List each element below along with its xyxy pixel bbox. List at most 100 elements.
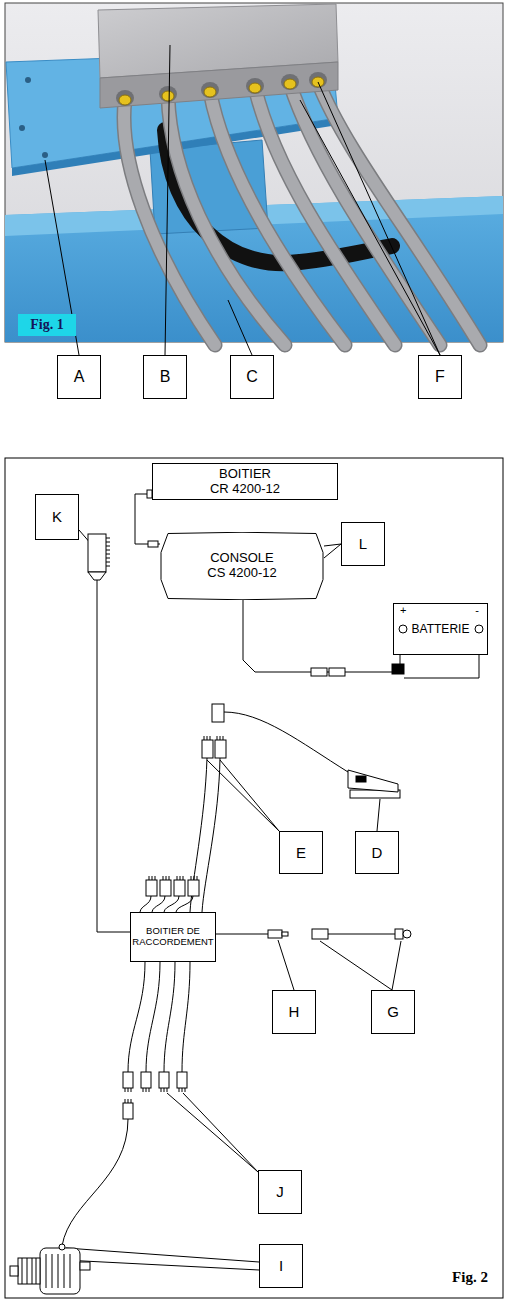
pedal-base <box>350 790 400 798</box>
plug-pins <box>149 876 197 880</box>
plug <box>123 1103 133 1119</box>
callout-box: E <box>279 831 323 874</box>
wire <box>146 962 160 1072</box>
alternator-fins <box>46 1254 70 1288</box>
cable-outline <box>318 82 480 345</box>
wire <box>97 580 130 932</box>
callout-letter: B <box>160 368 171 386</box>
cable-outline <box>210 92 345 345</box>
figure-label: Fig. 1 <box>18 314 76 336</box>
connectors <box>10 490 483 1294</box>
callout-letter: L <box>359 535 367 552</box>
plug-pins <box>125 1099 131 1103</box>
leader-line <box>167 1093 258 1172</box>
callout-box: K <box>35 494 79 540</box>
callout-letter: D <box>372 844 383 861</box>
grey-cables <box>124 82 480 345</box>
wire-connector <box>135 494 160 544</box>
console-box: CONSOLE CS 4200-12 <box>160 532 324 600</box>
callout-box: H <box>272 990 316 1034</box>
leader-line <box>228 300 252 355</box>
wire <box>140 896 151 912</box>
gland-nut <box>281 74 299 90</box>
alternator-terminal <box>59 1244 65 1250</box>
cable-outline <box>255 88 395 345</box>
callout-box: A <box>57 355 101 399</box>
plug <box>177 1072 187 1088</box>
plug <box>212 704 224 722</box>
callout-letter: J <box>276 1183 284 1200</box>
battery-wire <box>404 655 479 678</box>
callout-box: L <box>341 522 385 566</box>
leader-line <box>79 530 92 545</box>
wire <box>224 712 348 772</box>
gland-ring <box>119 95 131 105</box>
gland-ring <box>162 91 174 101</box>
alternator-bolt <box>80 1262 90 1270</box>
callout-letter: C <box>246 368 258 386</box>
cable-glands <box>116 72 327 106</box>
wire <box>62 1119 128 1246</box>
connector-pins <box>106 538 110 566</box>
gland-nut <box>201 82 219 98</box>
plug <box>215 740 226 758</box>
wire-connector <box>324 544 341 558</box>
alternator-body <box>40 1248 80 1294</box>
wire <box>164 962 175 1072</box>
plug-tip <box>282 932 288 936</box>
inline-connector <box>311 668 327 676</box>
plug <box>146 880 157 896</box>
plug <box>123 1072 133 1088</box>
cable <box>255 88 395 345</box>
small-connector <box>147 490 152 498</box>
plug <box>160 880 171 896</box>
plug <box>202 740 213 758</box>
plate-hole <box>19 125 25 131</box>
battery-terminal <box>399 625 407 633</box>
leader-line <box>66 1248 259 1262</box>
wire <box>128 962 145 1072</box>
module-box: BOITIER CR 4200-12 <box>152 463 338 500</box>
callout-letter: I <box>279 1257 283 1274</box>
pedal-top <box>348 770 398 792</box>
leader-lines-fig1 <box>45 45 440 355</box>
callout-letter: H <box>289 1003 300 1020</box>
callout-box: G <box>371 990 415 1034</box>
callout-box: D <box>355 831 399 874</box>
leader-line <box>300 100 440 355</box>
gland-ring <box>204 87 216 97</box>
gland-nut <box>246 78 264 94</box>
callout-box: F <box>418 355 462 399</box>
battery-label: BATTERIE <box>394 623 487 637</box>
callout-box: B <box>143 355 187 399</box>
alternator-shaft <box>10 1266 18 1276</box>
junction-label: BOITIER DE RACCORDEMENT <box>131 926 215 948</box>
battery-clip <box>392 664 404 674</box>
leader-line <box>220 760 279 831</box>
junction-box-front <box>100 62 338 108</box>
plate-hole <box>25 77 31 83</box>
wire-connector <box>243 600 400 672</box>
wire <box>202 758 220 912</box>
connector-body <box>88 572 106 580</box>
callout-box: C <box>230 355 274 399</box>
plug <box>159 1072 169 1088</box>
gland-nut <box>159 86 177 102</box>
gland-nut <box>116 90 134 106</box>
gland-ring <box>249 83 261 93</box>
cable <box>318 82 480 345</box>
junction-box: BOITIER DE RACCORDEMENT <box>130 912 216 962</box>
plug <box>141 1072 151 1088</box>
leader-line <box>377 799 380 831</box>
figure-frame <box>5 458 503 1298</box>
wire <box>216 934 268 935</box>
battery-terminal <box>475 625 483 633</box>
callout-letter: F <box>435 368 445 386</box>
callout-letter: E <box>296 844 306 861</box>
leader-line <box>64 1260 259 1270</box>
leader-line <box>392 941 401 990</box>
wire <box>152 896 165 912</box>
plug-pins <box>204 736 223 740</box>
callout-box: I <box>259 1244 303 1288</box>
figure-label: Fig. 2 <box>443 1266 497 1288</box>
